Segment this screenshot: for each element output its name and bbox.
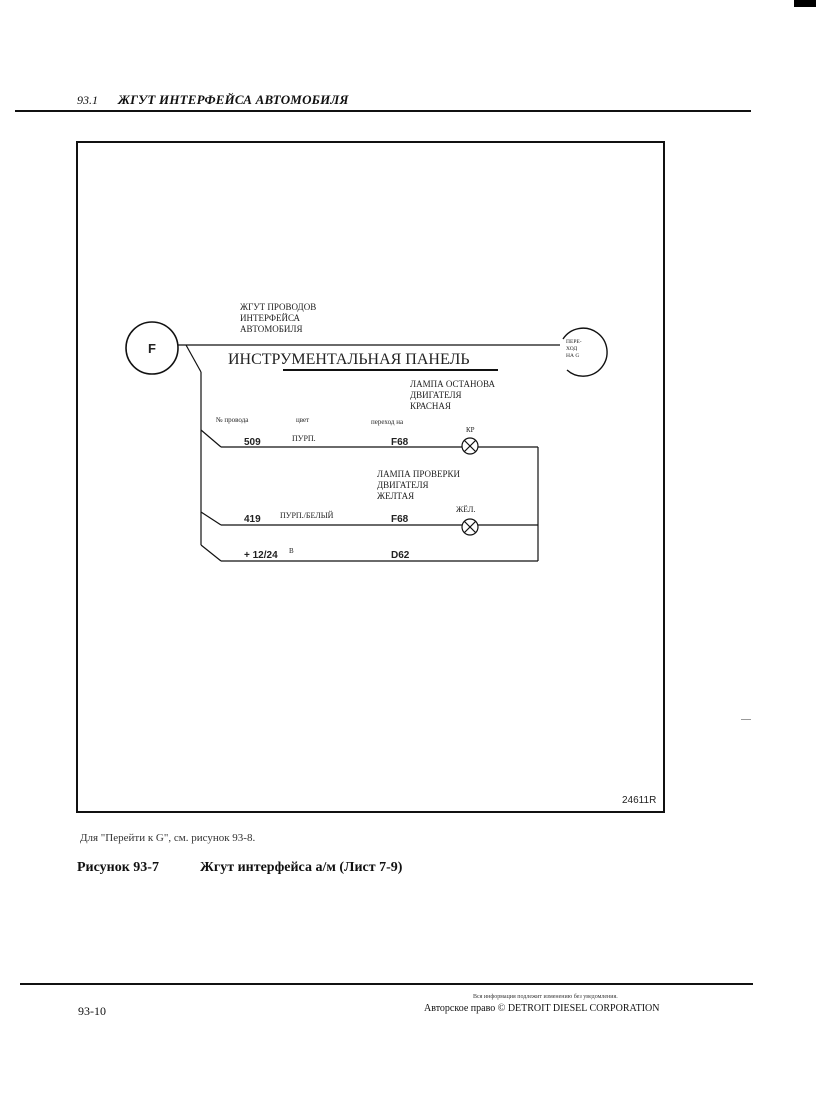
harness-label-line3: АВТОМОБИЛЯ [240, 324, 303, 334]
check-lamp-label-line1: ЛАМПА ПРОВЕРКИ [377, 469, 460, 479]
wire-419-tap [200, 511, 222, 526]
header-rule [15, 110, 751, 112]
wire-419-destination: F68 [391, 514, 409, 525]
wire-509-tap [200, 429, 222, 448]
goto-label-line1: ПЕРЕ- [566, 339, 582, 345]
wire-509-number: 509 [244, 437, 261, 448]
check-lamp-symbol [461, 518, 479, 536]
wire-509-color: ПУРП. [292, 434, 316, 443]
figure-number: Рисунок 93-7 [77, 860, 159, 875]
figure-title: Жгут интерфейса а/м (Лист 7-9) [200, 860, 403, 875]
harness-label-line2: ИНТЕРФЕЙСА [240, 313, 301, 323]
stop-lamp-label-line3: КРАСНАЯ [410, 401, 451, 411]
goto-g-connector [562, 327, 608, 377]
check-lamp-color: ЖЁЛ. [456, 505, 475, 514]
stop-lamp-label-line1: ЛАМПА ОСТАНОВА [410, 379, 495, 389]
section-number: 93.1 [77, 93, 98, 107]
connector-f-label: F [148, 341, 156, 356]
check-lamp-label-line3: ЖЕЛТАЯ [377, 491, 414, 501]
scan-artifact [741, 719, 751, 720]
check-lamp-label-line2: ДВИГАТЕЛЯ [377, 480, 429, 490]
wire-power-destination: D62 [391, 550, 410, 561]
copyright-notice: Авторское право © DETROIT DIESEL CORPORA… [424, 1003, 660, 1014]
stop-lamp-label-line2: ДВИГАТЕЛЯ [410, 390, 462, 400]
wire-power-tap [200, 544, 222, 562]
column-header-goes-to: переход на [371, 418, 404, 426]
scan-corner-mark [794, 0, 816, 7]
caption-note: Для "Перейти к G", см. рисунок 93-8. [80, 832, 256, 844]
branch-diagonal [185, 344, 202, 373]
column-header-color: цвет [296, 416, 309, 424]
footer-rule [20, 983, 753, 985]
stop-lamp-color: КР [466, 426, 475, 434]
wire-419-color: ПУРП./БЕЛЫЙ [280, 511, 334, 520]
legal-notice: Вся информация подлежит изменению без ув… [473, 994, 618, 1000]
instrument-panel-label: ИНСТРУМЕНТАЛЬНАЯ ПАНЕЛЬ [228, 351, 470, 368]
page-header-title: ЖГУТ ИНТЕРФЕЙСА АВТОМОБИЛЯ [118, 92, 349, 107]
figure-frame [76, 141, 665, 813]
column-header-wire-no: № провода [216, 416, 249, 424]
goto-label-line2: ХОД [566, 346, 577, 352]
page-number: 93-10 [78, 1004, 106, 1018]
goto-label-line3: НА G [566, 353, 579, 359]
stop-lamp-symbol [461, 437, 479, 455]
wire-509-destination: F68 [391, 437, 409, 448]
wire-power-number: + 12/24 [244, 550, 278, 561]
figure-id: 24611R [622, 795, 656, 806]
wire-419-number: 419 [244, 514, 261, 525]
wire-power-unit: В [289, 547, 294, 555]
connector-f-circle [125, 321, 179, 375]
harness-label-line1: ЖГУТ ПРОВОДОВ [240, 302, 316, 312]
